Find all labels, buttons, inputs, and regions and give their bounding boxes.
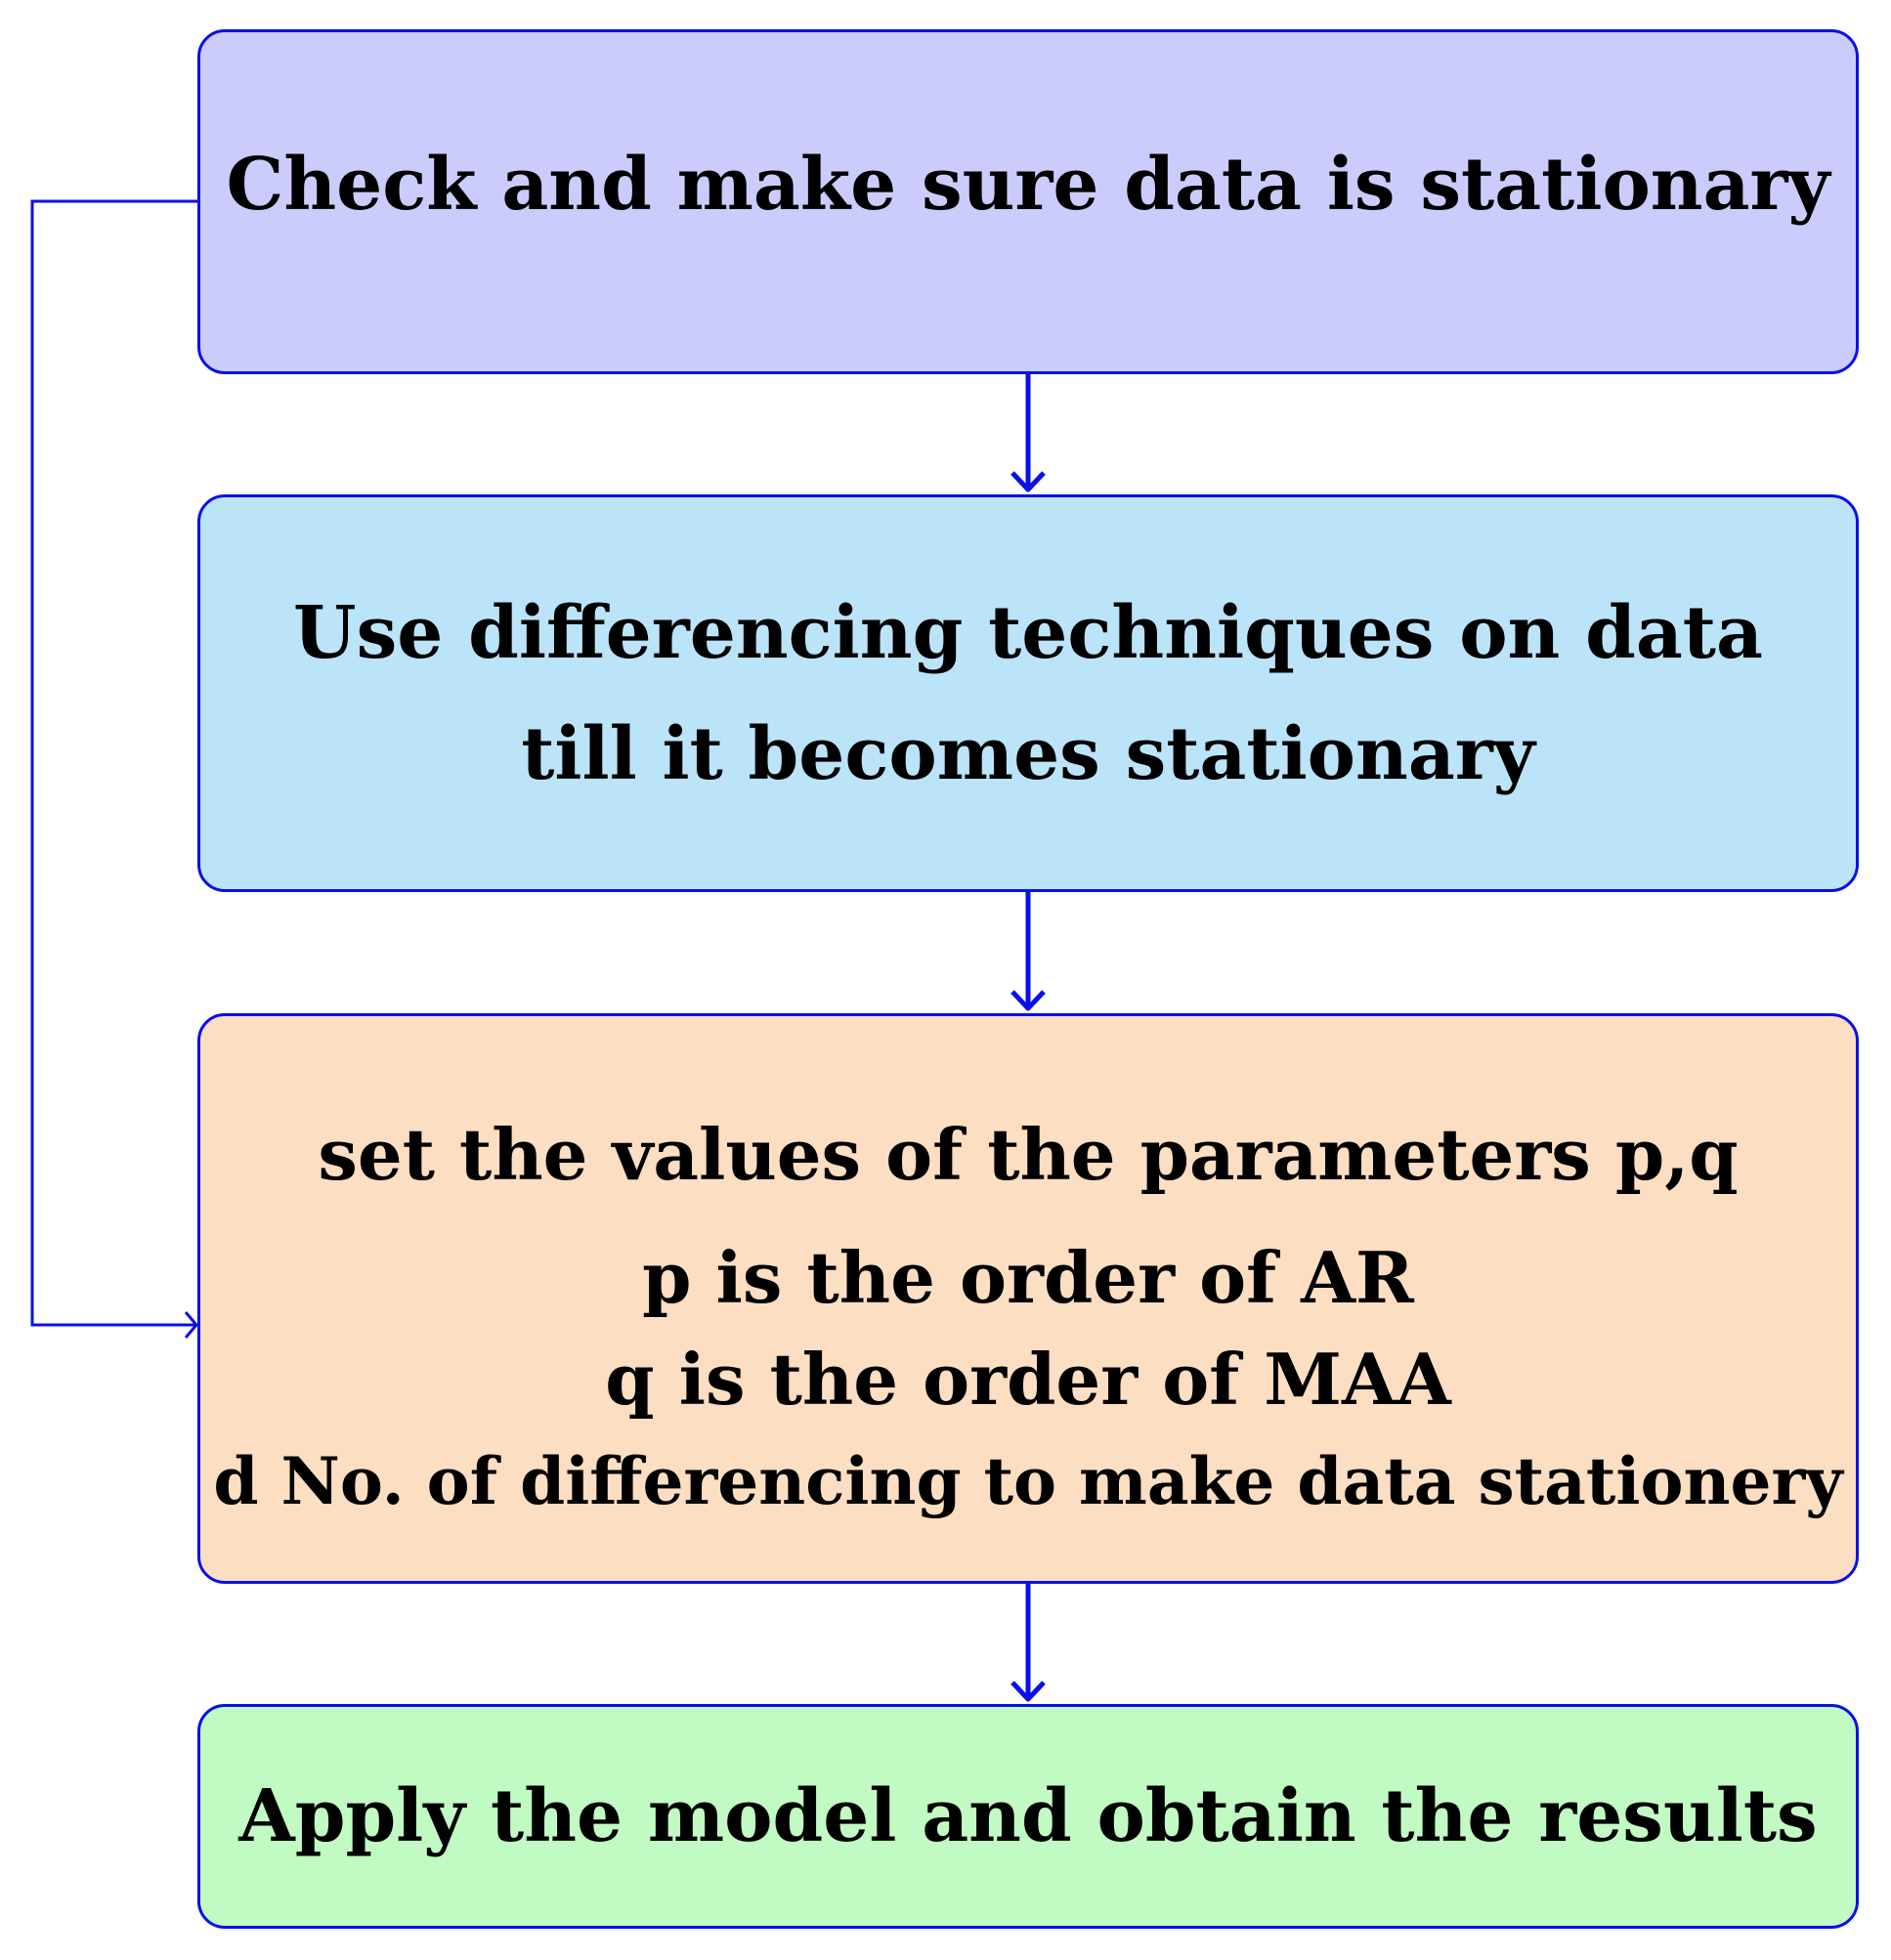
arrowhead-step2-to-step3 [1010,990,1046,1011]
arrowhead-loop-to-step3 [184,1311,198,1339]
step-differencing: Use differencing techniques on data till… [197,494,1859,892]
step-3-line-3: q is the order of MAA [605,1338,1451,1421]
step-2-line-1: Use differencing techniques on data [293,590,1763,675]
step-3-line-1: set the values of the parameters p,q [318,1113,1739,1196]
step-4-line-1: Apply the model and obtain the results [238,1774,1818,1858]
step-2-line-2: till it becomes stationary [521,711,1535,796]
step-3-line-4: d No. of differencing to make data stati… [213,1443,1843,1519]
arrowhead-step3-to-step4 [1010,1681,1046,1702]
step-set-parameters: set the values of the parameters p,q p i… [197,1013,1859,1584]
step-check-stationary: Check and make sure data is stationary [197,29,1859,374]
step-apply-model: Apply the model and obtain the results [197,1704,1859,1929]
step-3-line-2: p is the order of AR [642,1236,1414,1319]
loop-step1-to-step3 [30,199,197,1327]
arrowhead-step1-to-step2 [1010,471,1046,492]
step-1-line-1: Check and make sure data is stationary [226,142,1830,227]
